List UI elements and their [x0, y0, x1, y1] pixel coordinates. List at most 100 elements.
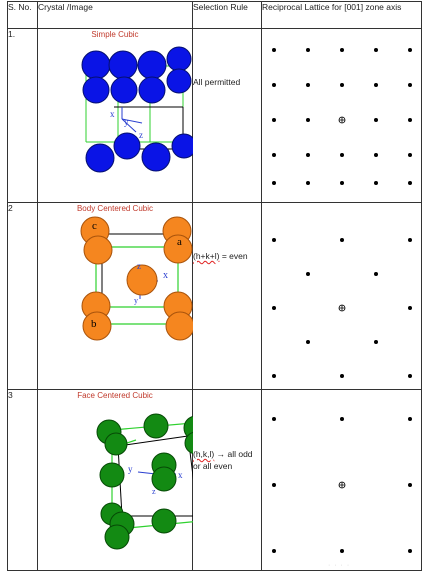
- atom: [104, 432, 128, 456]
- lattice-point: [408, 483, 412, 487]
- rule-condition: = even: [219, 251, 248, 261]
- crystal-image-cell: Body Centered Cubic: [37, 202, 193, 390]
- lattice-point: [340, 238, 344, 242]
- lattice-origin-cross: [339, 482, 345, 488]
- reciprocal-lattice-cell: [261, 389, 422, 571]
- reciprocal-lattice-bcc: [272, 238, 412, 378]
- lattice-point: [408, 118, 412, 122]
- header-crystal: Crystal /Image: [37, 1, 193, 29]
- lattice-point: [340, 181, 344, 185]
- atom: [126, 264, 158, 296]
- lattice-point: [272, 374, 276, 378]
- lattice-point: [374, 118, 378, 122]
- axis-label-y: y: [124, 117, 129, 127]
- body-centered-cubic-diagram: c a b z x y: [80, 216, 193, 341]
- rule-condition: → all odd or all even: [193, 449, 253, 471]
- lattice-point: [408, 83, 412, 87]
- lattice-point: [340, 48, 344, 52]
- lattice-point: [374, 272, 378, 276]
- lattice-point: [408, 306, 412, 310]
- row-number: 1.: [7, 28, 38, 203]
- lattice-point: [374, 181, 378, 185]
- table-row: 3 Face Centered Cubic: [7, 389, 422, 571]
- selection-rule-cell: (h,k,l) → all odd or all even: [192, 389, 262, 571]
- atom: [83, 235, 113, 265]
- reciprocal-lattice-fcc: [272, 417, 412, 553]
- atom: [143, 413, 169, 439]
- header-row: S. No. Crystal /Image Selection Rule Rec…: [7, 1, 422, 29]
- axis-label-x: x: [110, 109, 115, 119]
- atoms: [96, 413, 193, 550]
- corner-label-c: c: [92, 220, 97, 232]
- lattice-point: [408, 374, 412, 378]
- lattice-point: [340, 417, 344, 421]
- lattice-point: [272, 417, 276, 421]
- lattice-point: [306, 340, 310, 344]
- selection-rule-cell: All permitted: [192, 28, 262, 203]
- lattice-point: [272, 48, 276, 52]
- atom: [110, 76, 138, 104]
- atom: [108, 50, 138, 80]
- lattice-point: [408, 549, 412, 553]
- lattice-origin-cross: [339, 117, 345, 123]
- atom: [184, 431, 193, 455]
- atom: [137, 50, 167, 80]
- simple-cubic-diagram: x y z: [81, 46, 193, 173]
- selection-rule-text: All permitted: [193, 76, 261, 88]
- rule-expression: (h,k,l): [193, 449, 215, 459]
- header-sno: S. No.: [7, 1, 38, 29]
- atom: [85, 143, 115, 173]
- table-row: 1. Simple Cubic: [7, 28, 422, 203]
- crystal-image-cell: Face Centered Cubic: [37, 389, 193, 571]
- atom: [165, 311, 193, 341]
- crystal-image-cell: Simple Cubic: [37, 28, 193, 203]
- lattice-point: [408, 238, 412, 242]
- lattice-point: [306, 153, 310, 157]
- corner-label-b: b: [91, 318, 97, 330]
- lattice-point: [272, 549, 276, 553]
- lattice-point: [272, 306, 276, 310]
- atom: [81, 50, 111, 80]
- crystal-title: Simple Cubic: [91, 30, 139, 39]
- atom: [141, 142, 171, 172]
- lattice-point: [374, 153, 378, 157]
- atom: [171, 133, 193, 159]
- lattice-point: [374, 340, 378, 344]
- lattice-point: [306, 48, 310, 52]
- lattice-point: [306, 181, 310, 185]
- selection-rule-text: (h,k,l) → all odd or all even: [193, 448, 261, 472]
- lattice-point: [340, 83, 344, 87]
- atom: [151, 508, 177, 534]
- rule-expression: (h+k+l): [193, 251, 220, 261]
- lattice-point: [306, 83, 310, 87]
- lattice-point: [340, 374, 344, 378]
- atom: [82, 311, 112, 341]
- lattice-point: [272, 181, 276, 185]
- lattice-point: [340, 153, 344, 157]
- atom: [166, 68, 192, 94]
- lattice-point: [408, 181, 412, 185]
- axis-label-z: z: [137, 261, 141, 271]
- atom: [99, 462, 125, 488]
- lattice-point: [272, 238, 276, 242]
- atom: [113, 132, 141, 160]
- selection-rule-cell: (h+k+l) = even: [192, 202, 262, 390]
- lattice-point: [408, 417, 412, 421]
- reciprocal-lattice-cell: [261, 202, 422, 390]
- axis-label-y: y: [128, 464, 133, 474]
- lattice-point: [272, 83, 276, 87]
- crystal-table: S. No. Crystal /Image Selection Rule Rec…: [7, 1, 422, 571]
- lattice-point: [272, 153, 276, 157]
- lattice-point: [408, 48, 412, 52]
- reciprocal-lattice-cell: [261, 28, 422, 203]
- face-centered-cubic-diagram: y x z: [96, 413, 193, 550]
- lattice-point: [272, 483, 276, 487]
- rule-expression: All permitted: [193, 77, 241, 87]
- lattice-point: [272, 118, 276, 122]
- corner-label-a: a: [177, 236, 182, 248]
- lattice-point: [374, 83, 378, 87]
- atom: [151, 466, 177, 492]
- axis-label-x: x: [178, 470, 183, 480]
- lattice-point: [374, 48, 378, 52]
- atoms: [81, 46, 193, 173]
